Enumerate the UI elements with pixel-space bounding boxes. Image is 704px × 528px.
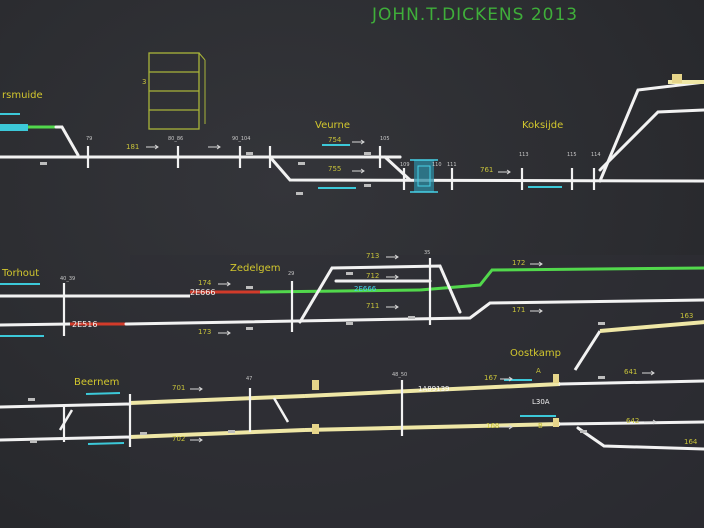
- track-number[interactable]: 761: [480, 166, 493, 174]
- train-description[interactable]: L30A: [532, 398, 550, 406]
- train-description-block[interactable]: [0, 124, 28, 131]
- platform-marker: [87, 442, 125, 445]
- track-number[interactable]: 171: [512, 306, 525, 314]
- signal-number[interactable]: 29: [288, 271, 294, 277]
- track-number[interactable]: 173: [198, 328, 211, 336]
- crossover-track: [383, 155, 412, 182]
- level-crossing[interactable]: [410, 159, 438, 193]
- top-section: rsmuide Veurne Koksijde 3: [0, 52, 704, 193]
- signal-number[interactable]: 111: [447, 162, 457, 168]
- block-joints: [86, 146, 596, 190]
- track-number[interactable]: 172: [512, 259, 525, 267]
- main-track: [558, 420, 704, 426]
- signal-number[interactable]: 113: [519, 152, 529, 158]
- train-description[interactable]: 1A89139: [418, 385, 450, 393]
- track-number[interactable]: 712: [366, 272, 379, 280]
- station-label: Beernem: [74, 377, 119, 388]
- signal-markers: [28, 152, 605, 443]
- signal-number[interactable]: 114: [591, 152, 601, 158]
- signal-number[interactable]: 115: [567, 152, 577, 158]
- track-number[interactable]: 167: [484, 374, 497, 382]
- track-number[interactable]: 755: [328, 165, 341, 173]
- track-number[interactable]: 168: [486, 422, 499, 430]
- track-number[interactable]: 174: [198, 279, 212, 287]
- direction-arrows: [146, 139, 511, 175]
- loop-track: [298, 264, 462, 324]
- main-track: [0, 322, 72, 327]
- signal-number[interactable]: 109: [400, 162, 410, 168]
- occupied-section: [599, 320, 704, 333]
- track-number[interactable]: 701: [172, 384, 185, 392]
- loop-track: [268, 155, 704, 183]
- track-number[interactable]: 641: [624, 368, 637, 376]
- station-label: rsmuide: [2, 90, 43, 101]
- occupied-section: [129, 428, 306, 439]
- route-stack-widget[interactable]: 3: [142, 52, 206, 130]
- branch-track: [598, 80, 704, 183]
- signal-number[interactable]: 105: [380, 136, 390, 142]
- signal-block: [312, 380, 319, 390]
- station-label: Oostkamp: [510, 348, 561, 359]
- station-label: Torhout: [1, 268, 39, 279]
- signal-number[interactable]: 90_104: [232, 136, 250, 142]
- train-description[interactable]: 2E666: [354, 285, 377, 293]
- track-number[interactable]: 711: [366, 302, 379, 310]
- signal-number[interactable]: 47: [246, 376, 252, 382]
- track-number[interactable]: 642: [626, 417, 639, 425]
- track-segment: [54, 125, 80, 157]
- direction-arrows: [218, 254, 543, 336]
- route-set-green: [259, 288, 421, 294]
- signal-number[interactable]: 110: [432, 162, 442, 168]
- train-description[interactable]: 2E666: [190, 288, 215, 297]
- direction-arrows: [190, 370, 657, 443]
- signal-number[interactable]: 48_50: [392, 372, 407, 378]
- branch-track: [573, 330, 602, 371]
- signal-number[interactable]: 79: [86, 136, 92, 142]
- main-track: [558, 379, 704, 386]
- branch-track: [598, 108, 704, 172]
- signal-number[interactable]: 35: [424, 250, 430, 256]
- track-number[interactable]: A: [536, 367, 541, 375]
- main-track: [124, 298, 704, 326]
- station-label: Zedelgem: [230, 263, 281, 274]
- occupied-section: [304, 422, 561, 432]
- signal-block: [553, 418, 559, 427]
- signal-block: [312, 424, 319, 434]
- signal-block: [672, 74, 682, 83]
- station-label: Veurne: [315, 120, 350, 131]
- bottom-section: Beernem Oostkamp 1A89139 L30A: [0, 312, 704, 451]
- track-number[interactable]: 702: [172, 435, 185, 443]
- block-joints: [62, 380, 404, 447]
- occupied-section: [129, 394, 306, 405]
- track-number[interactable]: 181: [126, 143, 139, 151]
- signal-number[interactable]: 80_86: [168, 136, 183, 142]
- block-joints: [62, 258, 432, 336]
- signal-number[interactable]: 40_39: [60, 276, 75, 282]
- track-number[interactable]: 164: [684, 438, 698, 446]
- track-number[interactable]: 163: [680, 312, 693, 320]
- branch-track: [576, 426, 704, 451]
- platform-marker: [85, 392, 121, 395]
- track-number[interactable]: 713: [366, 252, 379, 260]
- occupied-section: [304, 382, 561, 398]
- widget-label: 3: [142, 78, 146, 86]
- track-number[interactable]: B: [538, 422, 543, 430]
- middle-section: Torhout Zedelgem 2E666 2E516 2E666 174 1…: [0, 250, 704, 337]
- track-number[interactable]: 754: [328, 136, 342, 144]
- station-label: Koksijde: [522, 120, 563, 131]
- train-description[interactable]: 2E516: [72, 320, 97, 329]
- signal-block: [553, 374, 559, 383]
- watermark: JOHN.T.DICKENS 2013: [372, 5, 579, 25]
